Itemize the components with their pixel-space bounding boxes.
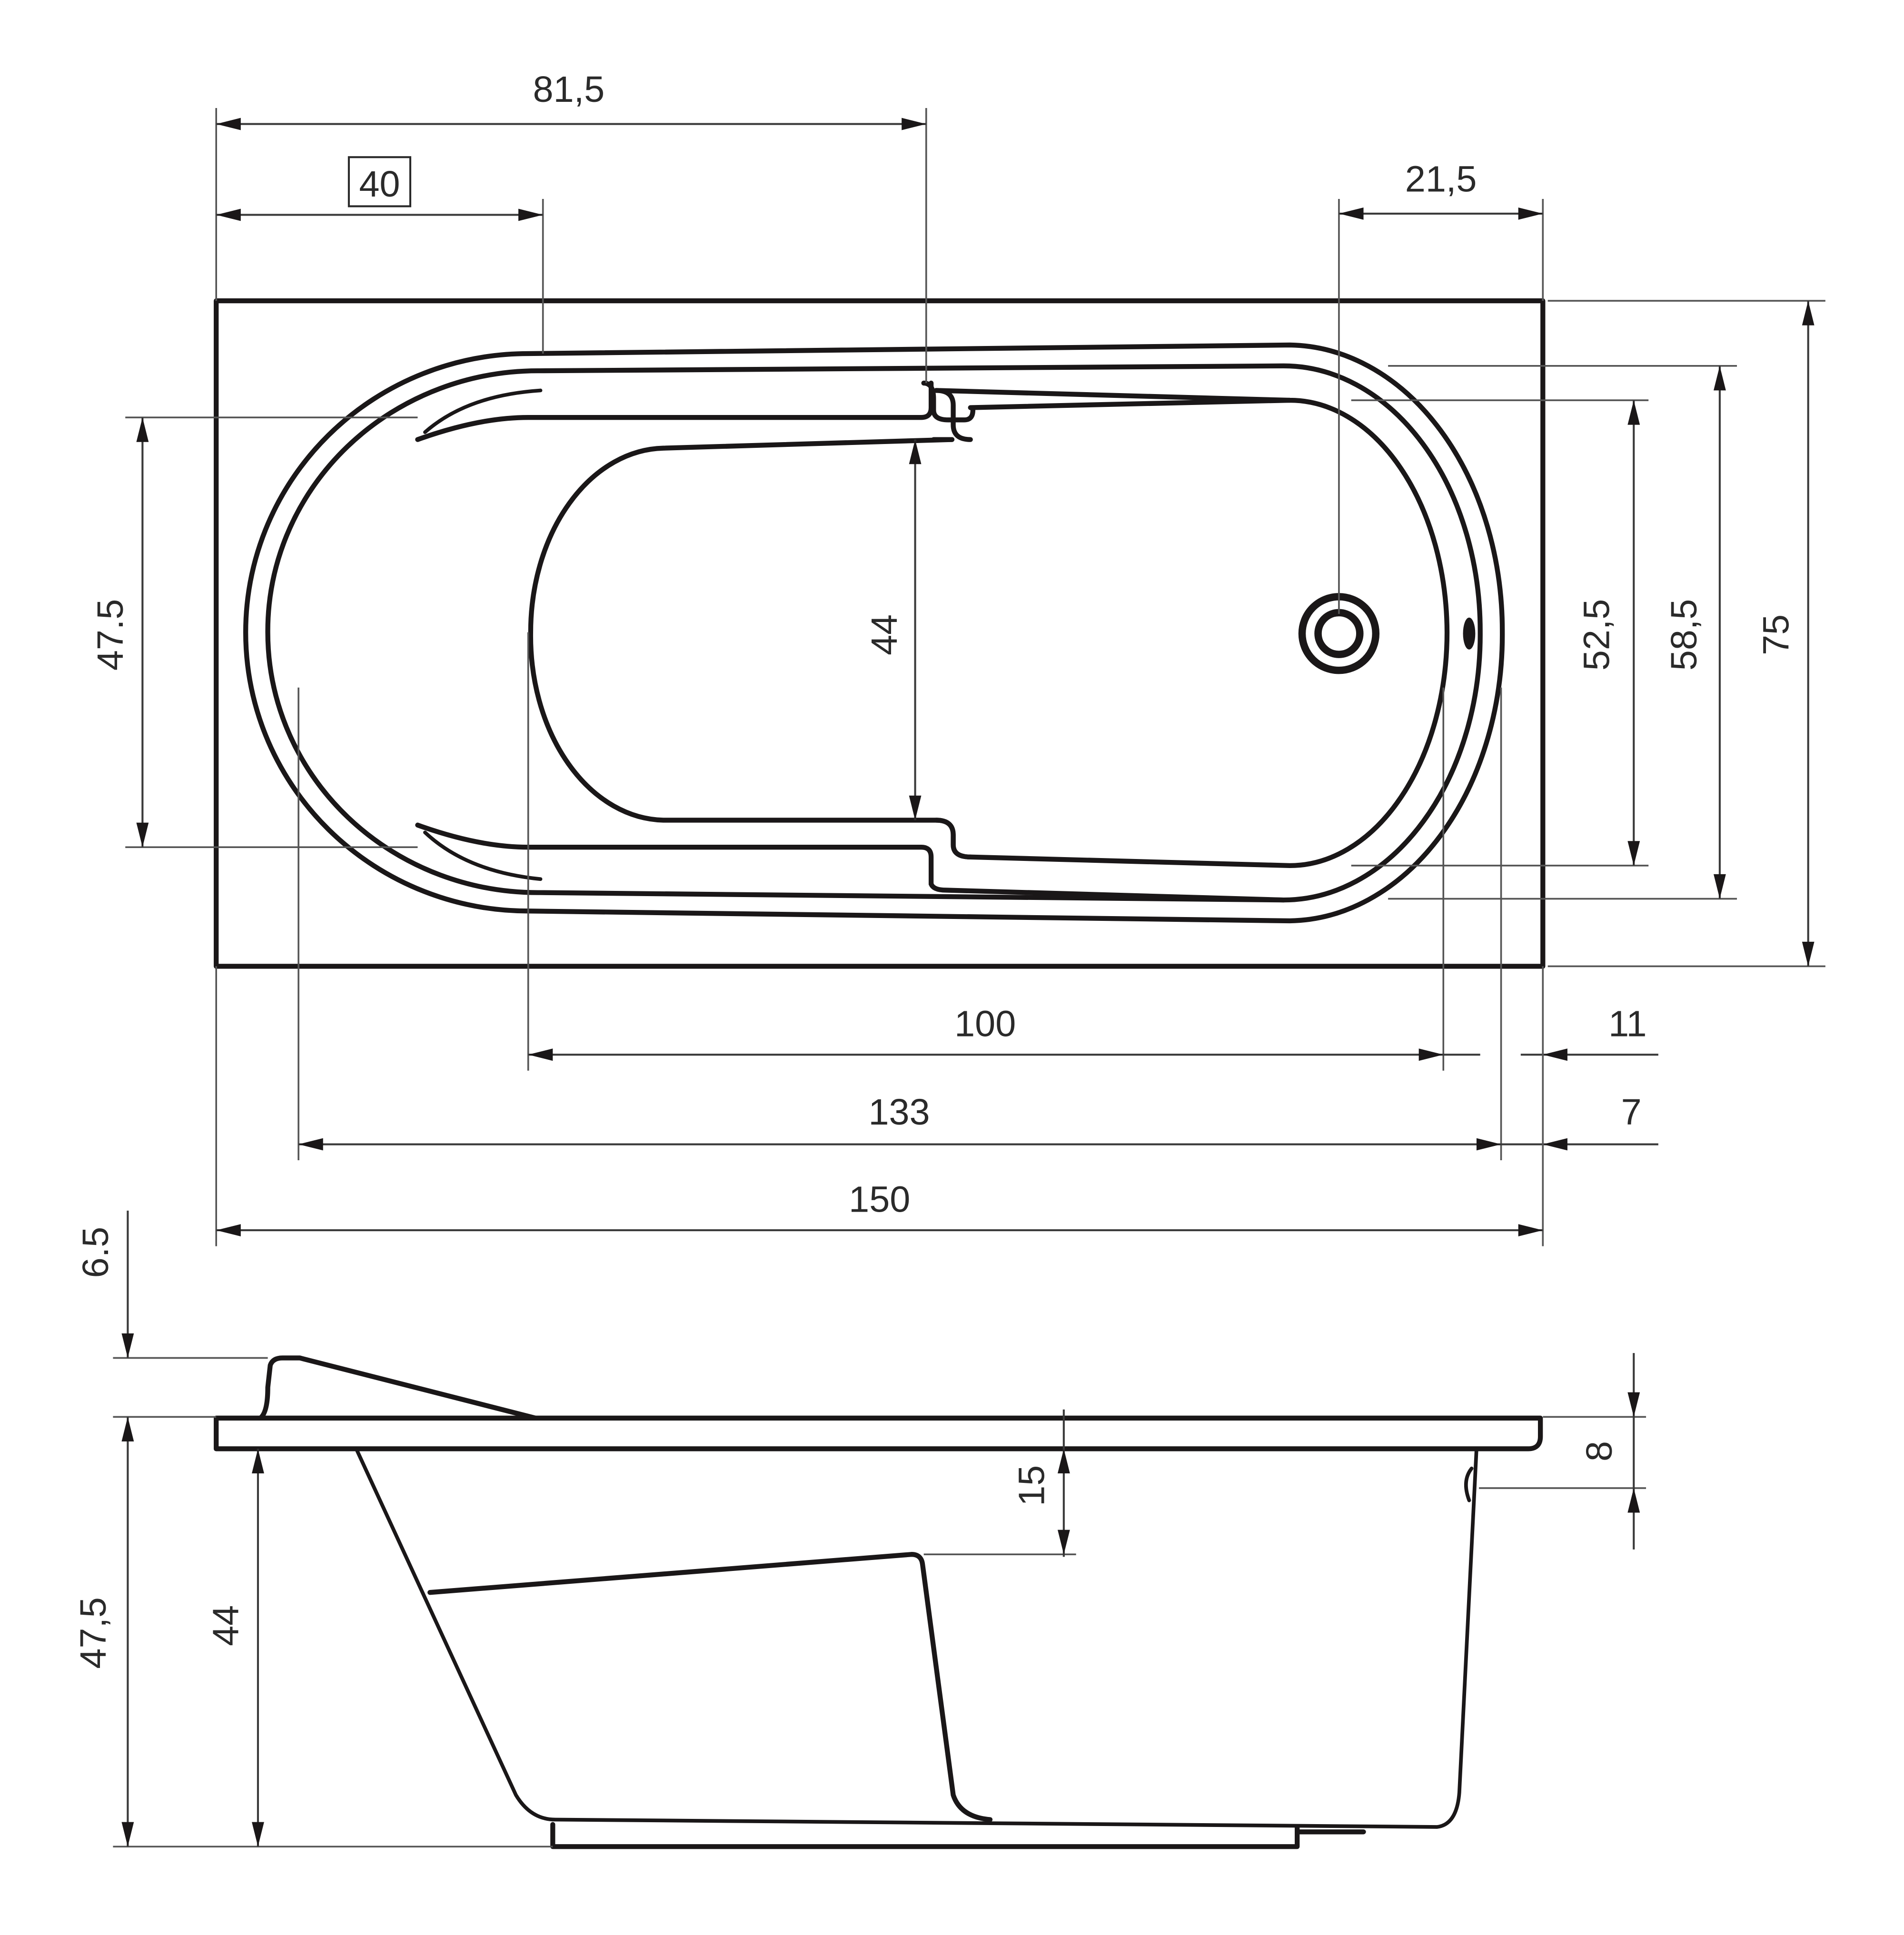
dim-6-5: 6.5 bbox=[75, 1210, 268, 1418]
dim-47-5-side: 47,5 bbox=[73, 1417, 553, 1848]
plan-armrest-top-curve-fine bbox=[423, 388, 543, 434]
label-40-boxed: 40 bbox=[359, 164, 400, 205]
dim-8: 8 bbox=[1479, 1353, 1646, 1550]
dim-81-5: 81,5 bbox=[215, 69, 927, 383]
label-11: 11 bbox=[1608, 1003, 1646, 1044]
label-15: 15 bbox=[1012, 1465, 1052, 1506]
label-58-5: 58,5 bbox=[1664, 599, 1705, 671]
label-52-5: 52,5 bbox=[1577, 599, 1617, 671]
dim-100: 100 bbox=[527, 632, 1480, 1071]
dim-44-side: 44 bbox=[206, 1449, 264, 1847]
plan-outer-rim bbox=[214, 298, 1546, 969]
dim-52-5: 52,5 bbox=[1351, 399, 1649, 867]
side-headrest bbox=[258, 1355, 538, 1421]
side-rim bbox=[214, 1415, 1543, 1451]
plan-armrest-top bbox=[415, 380, 934, 442]
plan-basin-upper-edge bbox=[968, 397, 1292, 410]
label-7: 7 bbox=[1621, 1092, 1642, 1133]
label-6-5: 6.5 bbox=[75, 1227, 116, 1278]
plan-armrest-bottom-curve-fine bbox=[423, 830, 543, 881]
side-seat-step bbox=[427, 1552, 993, 1822]
dim-47-5-plan: 47.5 bbox=[90, 416, 418, 848]
dim-133: 133 7 bbox=[298, 687, 1658, 1161]
label-21-5: 21,5 bbox=[1405, 158, 1477, 199]
label-44-plan: 44 bbox=[864, 614, 905, 655]
dim-75: 75 bbox=[1547, 300, 1825, 968]
label-75: 75 bbox=[1755, 614, 1796, 655]
plan-armrest-bottom bbox=[415, 822, 934, 887]
side-base-plate bbox=[550, 1822, 1300, 1849]
dim-150: 150 bbox=[215, 966, 1544, 1246]
plan-basin-contour bbox=[933, 388, 1450, 869]
dim-15: 15 bbox=[1012, 1409, 1070, 1557]
label-150: 150 bbox=[849, 1179, 910, 1220]
label-47-5-plan: 47.5 bbox=[90, 599, 131, 671]
label-100: 100 bbox=[954, 1003, 1016, 1044]
label-81-5: 81,5 bbox=[533, 69, 605, 110]
label-44-side: 44 bbox=[206, 1605, 247, 1646]
label-47-5-side: 47,5 bbox=[73, 1597, 114, 1669]
side-overflow bbox=[1464, 1466, 1474, 1502]
dim-11: 11 bbox=[1500, 687, 1658, 1161]
label-8: 8 bbox=[1579, 1441, 1620, 1461]
plan-rim-inner-contour bbox=[265, 363, 1483, 903]
plan-armrest-bottom-step bbox=[928, 881, 1286, 903]
dim-21-5: 21,5 bbox=[1338, 158, 1544, 614]
plan-rim-outer-contour bbox=[243, 342, 1505, 924]
side-tub-body bbox=[354, 1447, 1478, 1829]
plan-seat-area bbox=[528, 437, 973, 859]
overflow-icon bbox=[1463, 617, 1476, 650]
label-133: 133 bbox=[868, 1092, 930, 1133]
side-view: 6.5 47,5 44 15 bbox=[73, 1210, 1646, 1849]
dim-44-plan: 44 bbox=[864, 439, 922, 820]
dim-40: 40 bbox=[216, 156, 544, 354]
dim-58-5: 58,5 bbox=[1388, 365, 1737, 900]
plan-view: 81,5 40 21,5 47.5 bbox=[90, 69, 1825, 1246]
